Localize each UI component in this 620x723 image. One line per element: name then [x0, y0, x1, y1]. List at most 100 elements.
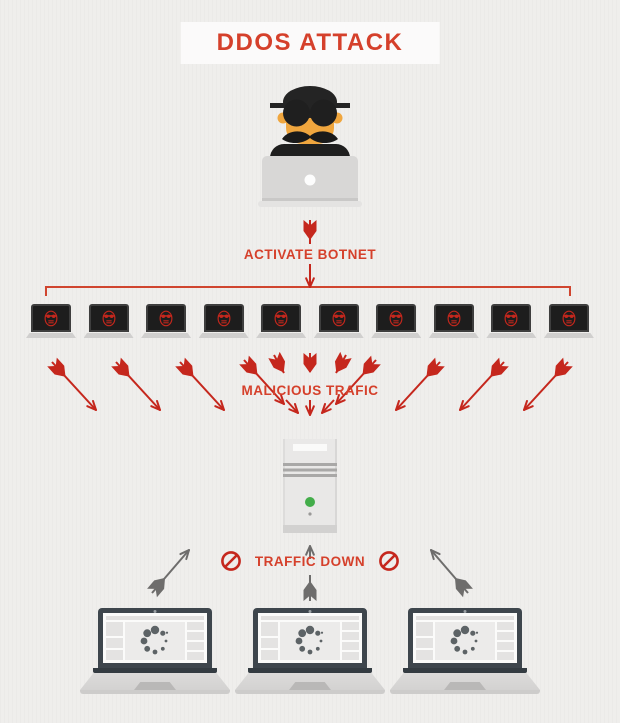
botnet-laptop — [371, 304, 422, 338]
botnet-laptop — [26, 304, 76, 338]
wireframe-left-column — [261, 622, 278, 660]
botnet-bracket-line — [45, 286, 571, 296]
botnet-laptop — [141, 304, 192, 338]
victim-laptop — [390, 608, 540, 694]
botnet-laptop-screen — [203, 304, 244, 332]
trackpad — [289, 682, 331, 690]
victim-laptop-screen — [253, 608, 367, 668]
wireframe-header — [261, 616, 359, 620]
hacker-face-icon — [274, 310, 288, 327]
traffic-down-label: TRAFFIC DOWN — [254, 553, 366, 569]
wireframe-content — [125, 622, 185, 660]
server-button — [308, 512, 312, 516]
victim-laptop-screen — [408, 608, 522, 668]
hacker-face-icon — [332, 310, 346, 327]
server-tower — [283, 439, 337, 533]
botnet-laptop-base — [83, 333, 134, 338]
hacker-face-icon — [389, 310, 403, 327]
hacker-face-icon — [102, 310, 115, 327]
botnet-laptop-base — [543, 333, 594, 338]
victim-laptop-base — [80, 673, 230, 690]
botnet-laptop — [256, 304, 307, 338]
botnet-laptop-screen — [491, 304, 532, 332]
loading-spinner-icon — [450, 625, 479, 655]
botnet-laptop — [83, 304, 134, 338]
arrow — [303, 220, 317, 244]
botnet-laptop-screen — [376, 304, 417, 332]
arrow — [321, 399, 335, 414]
victim-laptop — [235, 608, 385, 694]
botnet-laptop-screen — [433, 304, 474, 332]
arrow — [305, 400, 315, 416]
hacker-head — [270, 86, 350, 152]
webpage-wireframe — [258, 613, 362, 663]
botnet-laptop-screen — [146, 304, 187, 332]
wireframe-left-column — [106, 622, 123, 660]
server-drive-slot — [293, 444, 327, 451]
botnet-laptop — [313, 304, 364, 338]
hacker-face-icon — [504, 310, 518, 327]
botnet-laptop-base — [428, 333, 479, 338]
botnet-laptop-base — [256, 333, 307, 338]
arrow — [303, 353, 317, 373]
webpage-wireframe — [413, 613, 517, 663]
botnet-laptop-screen — [88, 304, 129, 332]
botnet-laptop-base — [198, 333, 249, 338]
victim-laptop-hinge — [93, 668, 217, 673]
laptop-logo-icon — [304, 174, 316, 186]
botnet-row — [26, 304, 594, 338]
wireframe-header — [106, 616, 204, 620]
botnet-laptop-screen — [318, 304, 359, 332]
botnet-laptop-base — [141, 333, 192, 338]
hacker-face-icon — [562, 310, 576, 327]
no-entry-icon — [220, 551, 241, 571]
wireframe-content — [435, 622, 495, 660]
botnet-laptop-base — [313, 333, 364, 338]
victim-laptop-screen — [98, 608, 212, 668]
victims-row — [0, 608, 620, 694]
hacker-face-icon — [447, 310, 461, 327]
traffic-down-row: TRAFFIC DOWN — [0, 550, 620, 572]
activate-botnet-label: ACTIVATE BOTNET — [243, 247, 377, 262]
botnet-laptop-screen — [261, 304, 302, 332]
trackpad — [134, 682, 176, 690]
wireframe-left-column — [416, 622, 433, 660]
victim-laptop-edge — [80, 690, 230, 694]
victim-laptop — [80, 608, 230, 694]
webpage-wireframe — [103, 613, 207, 663]
victim-laptop-edge — [235, 690, 385, 694]
wireframe-content — [280, 622, 340, 660]
victim-laptop-hinge — [403, 668, 527, 673]
botnet-laptop-screen — [31, 304, 71, 332]
arrow — [303, 575, 317, 601]
botnet-laptop — [198, 304, 249, 338]
malicious-traffic-label: MALICIOUS TRAFIC — [241, 383, 379, 398]
arrow — [334, 351, 352, 374]
no-entry-icon — [379, 551, 400, 571]
trackpad — [444, 682, 486, 690]
hacker-laptop — [258, 156, 362, 207]
victim-laptop-hinge — [248, 668, 372, 673]
hacker-figure — [258, 86, 362, 207]
wireframe-right-column — [187, 622, 204, 660]
server-power-led — [305, 497, 315, 507]
page-title: DDOS ATTACK — [216, 29, 404, 56]
botnet-laptop-screen — [548, 304, 589, 332]
victim-laptop-edge — [390, 690, 540, 694]
botnet-laptop — [486, 304, 537, 338]
botnet-laptop — [428, 304, 479, 338]
botnet-laptop-base — [26, 333, 76, 338]
hacker-mustache — [282, 131, 338, 144]
sunglasses-icon — [283, 99, 310, 127]
loading-spinner-icon — [140, 625, 169, 655]
arrow — [285, 399, 299, 414]
hacker-face-icon — [44, 310, 58, 327]
title-banner: DDOS ATTACK — [180, 22, 440, 64]
hacker-face-icon — [159, 310, 173, 327]
hacker-face-icon — [217, 310, 231, 327]
botnet-laptop — [543, 304, 594, 338]
wireframe-right-column — [497, 622, 514, 660]
victim-laptop-base — [390, 673, 540, 690]
victim-laptop-base — [235, 673, 385, 690]
